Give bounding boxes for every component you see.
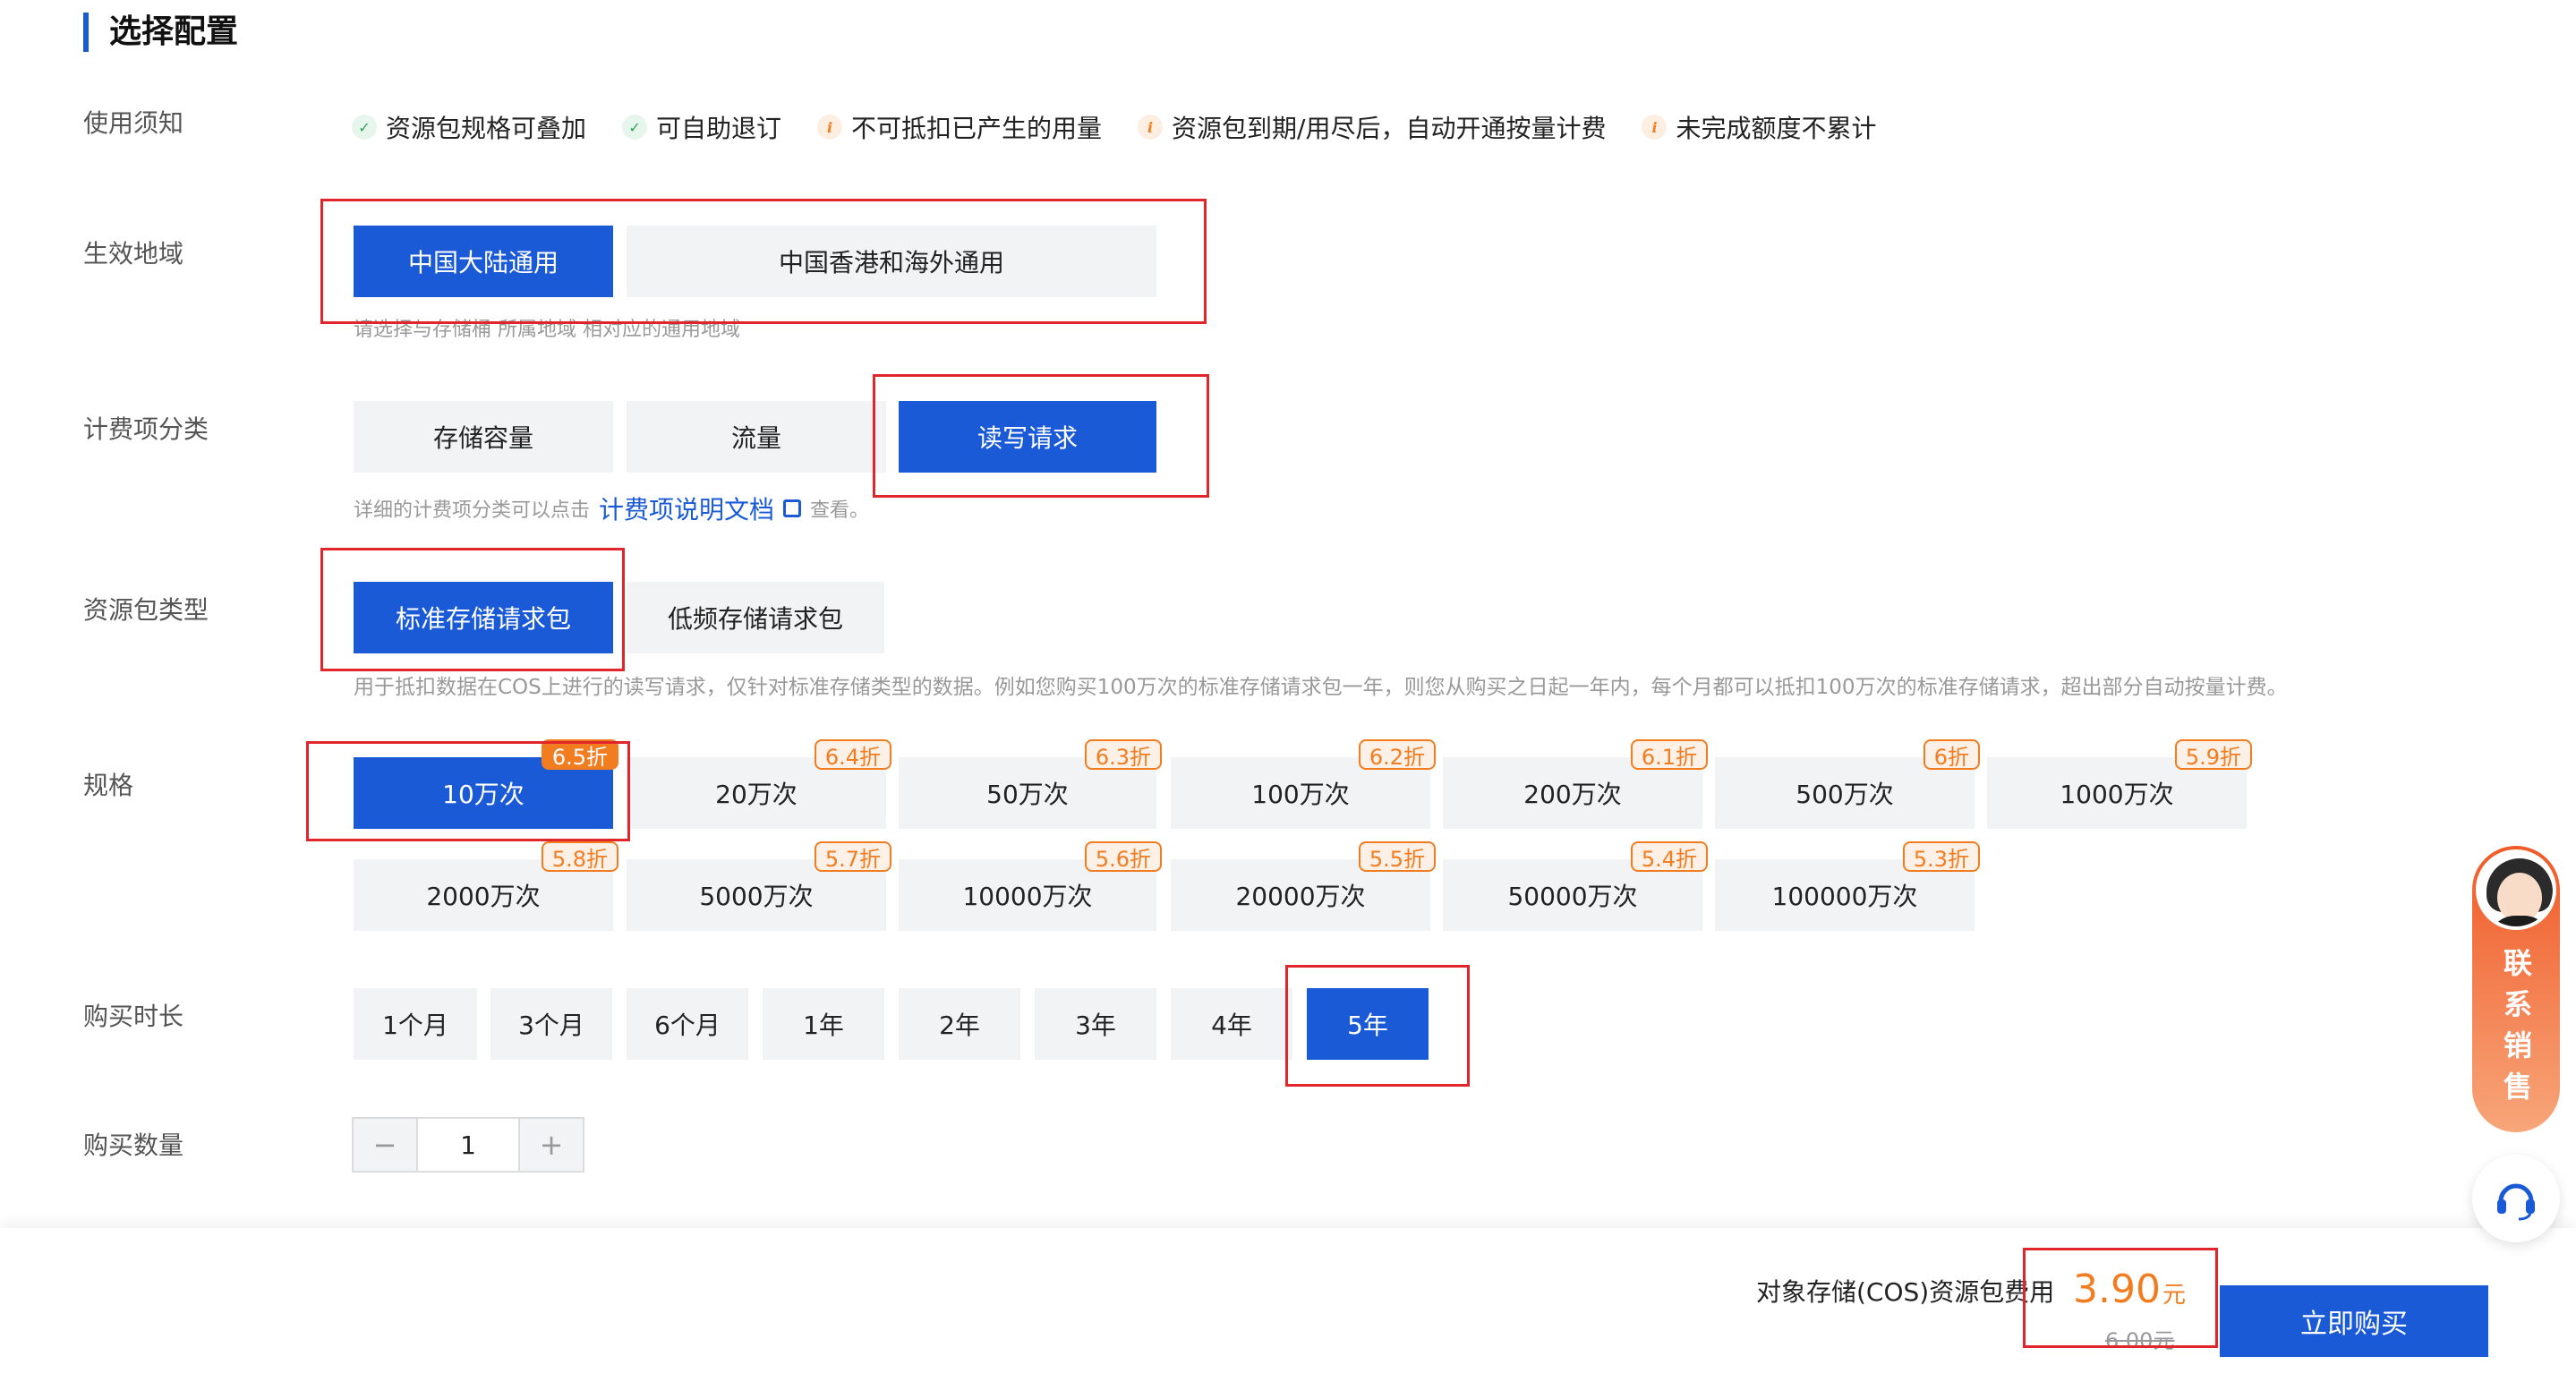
- info-icon: i: [1642, 115, 1668, 140]
- notice-list: ✓ 资源包规格可叠加 ✓ 可自助退订 i 不可抵扣已产生的用量 i 资源包到期/…: [352, 106, 1913, 149]
- billing-option-storage[interactable]: 存储容量: [354, 401, 613, 473]
- label-spec: 规格: [83, 771, 134, 800]
- billing-hint: 详细的计费项分类可以点击 计费项说明文档 查看。: [354, 491, 869, 526]
- check-icon: ✓: [622, 115, 648, 140]
- label-package-type: 资源包类型: [83, 595, 209, 625]
- spec-option[interactable]: 10万次 6.5折: [354, 739, 618, 829]
- quantity-value[interactable]: 1: [416, 1119, 520, 1171]
- discount-badge: 5.8折: [541, 841, 618, 872]
- contact-sales-label: 联系销售: [2499, 948, 2533, 1113]
- discount-badge: 5.5折: [1358, 841, 1436, 872]
- spec-option[interactable]: 50万次 6.3折: [899, 739, 1162, 829]
- duration-option[interactable]: 5年: [1307, 988, 1429, 1060]
- duration-option[interactable]: 4年: [1171, 988, 1292, 1060]
- notice-item: ✓ 资源包规格可叠加: [352, 109, 586, 145]
- spec-option[interactable]: 50000万次 5.4折: [1443, 841, 1708, 931]
- spec-option[interactable]: 20000万次 5.5折: [1171, 841, 1436, 931]
- info-icon: i: [817, 115, 843, 140]
- spec-option[interactable]: 1000万次 5.9折: [1987, 739, 2252, 829]
- spec-option[interactable]: 5000万次 5.7折: [627, 841, 891, 931]
- billing-doc-link[interactable]: 计费项说明文档: [599, 495, 775, 525]
- region-option-overseas[interactable]: 中国香港和海外通用: [627, 226, 1156, 297]
- price: 3.90 元: [2073, 1267, 2186, 1312]
- notice-item: ✓ 可自助退订: [622, 109, 781, 145]
- discount-badge: 6.2折: [1358, 739, 1436, 770]
- region-option-mainland[interactable]: 中国大陆通用: [354, 226, 613, 297]
- spec-option[interactable]: 20万次 6.4折: [627, 739, 891, 829]
- spec-option[interactable]: 10000万次 5.6折: [899, 841, 1162, 931]
- notice-item: i 不可抵扣已产生的用量: [817, 109, 1102, 145]
- duration-option[interactable]: 3个月: [490, 988, 612, 1060]
- headset-icon: [2497, 1183, 2535, 1221]
- region-hint: 请选择与存储桶 所属地域 相对应的通用地域: [354, 319, 740, 341]
- buy-now-button[interactable]: 立即购买: [2220, 1285, 2488, 1357]
- check-icon: ✓: [352, 115, 377, 140]
- duration-option[interactable]: 6个月: [627, 988, 748, 1060]
- duration-option[interactable]: 3年: [1035, 988, 1156, 1060]
- package-option-standard[interactable]: 标准存储请求包: [354, 582, 613, 653]
- package-option-infrequent[interactable]: 低频存储请求包: [627, 582, 884, 653]
- label-duration: 购买时长: [83, 1002, 184, 1031]
- label-quantity: 购买数量: [83, 1130, 184, 1160]
- customer-service-button[interactable]: [2472, 1155, 2560, 1242]
- notice-item: i 资源包到期/用尽后，自动开通按量计费: [1138, 109, 1606, 145]
- notice-item: i 未完成额度不累计: [1642, 109, 1877, 145]
- spec-option[interactable]: 100000万次 5.3折: [1715, 841, 1980, 931]
- external-link-icon[interactable]: [783, 499, 802, 517]
- spec-option[interactable]: 200万次 6.1折: [1443, 739, 1708, 829]
- spec-option[interactable]: 2000万次 5.8折: [354, 841, 618, 931]
- quantity-stepper: − 1 +: [352, 1117, 584, 1173]
- discount-badge: 5.4折: [1630, 841, 1708, 872]
- discount-badge: 6.4折: [814, 739, 891, 770]
- info-icon: i: [1138, 115, 1164, 140]
- discount-badge: 5.9折: [2174, 739, 2252, 770]
- minus-button[interactable]: −: [354, 1119, 416, 1171]
- section-title: 选择配置: [109, 13, 239, 50]
- duration-option[interactable]: 1年: [763, 988, 884, 1060]
- spec-option[interactable]: 500万次 6折: [1715, 739, 1980, 829]
- title-accent-bar: [83, 13, 89, 52]
- label-notice: 使用须知: [83, 108, 184, 138]
- original-price: 6.00元: [2105, 1328, 2175, 1353]
- plus-button[interactable]: +: [520, 1119, 583, 1171]
- duration-option[interactable]: 2年: [899, 988, 1020, 1060]
- duration-option[interactable]: 1个月: [354, 988, 477, 1060]
- spec-option[interactable]: 100万次 6.2折: [1171, 739, 1436, 829]
- discount-badge: 6.1折: [1630, 739, 1708, 770]
- avatar: [2476, 849, 2556, 930]
- label-billing: 计费项分类: [83, 414, 209, 444]
- discount-badge: 6折: [1923, 739, 1980, 770]
- discount-badge: 5.6折: [1084, 841, 1162, 872]
- order-footer: [0, 1228, 2576, 1382]
- contact-sales-widget[interactable]: 联系销售: [2472, 846, 2560, 1132]
- discount-badge: 5.3折: [1902, 841, 1980, 872]
- discount-badge: 5.7折: [814, 841, 891, 872]
- total-label: 对象存储(COS)资源包费用: [1756, 1277, 2055, 1307]
- billing-option-traffic[interactable]: 流量: [627, 401, 886, 473]
- discount-badge: 6.3折: [1084, 739, 1162, 770]
- billing-option-requests[interactable]: 读写请求: [899, 401, 1156, 473]
- label-region: 生效地域: [83, 239, 184, 269]
- package-hint: 用于抵扣数据在COS上进行的读写请求，仅针对标准存储类型的数据。例如您购买100…: [354, 676, 2288, 699]
- discount-badge: 6.5折: [541, 739, 618, 770]
